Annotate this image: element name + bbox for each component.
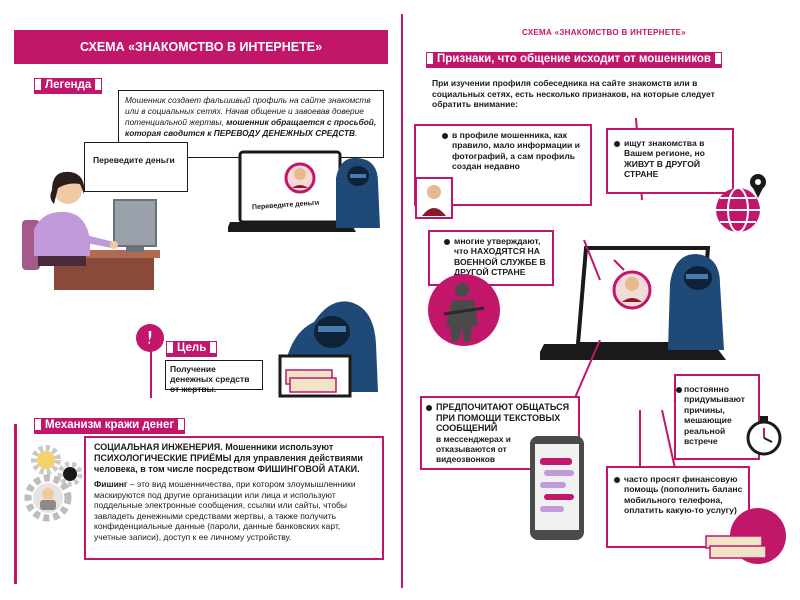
sign-5-text: постоянно придумывают причины, мешающие …	[684, 384, 745, 447]
sign-2-text-b: ЖИВУТ В ДРУГОЙ СТРАНЕ	[624, 158, 701, 180]
hacker-with-money	[278, 301, 378, 398]
signs-intro: При изучении профиля собеседника на сайт…	[432, 78, 715, 109]
victim-speech-bubble: Переведите деньги	[84, 142, 188, 192]
legend-text-c: .	[355, 128, 358, 138]
sign-4-text-a: ПРЕДПОЧИТАЮТ ОБЩАТЬСЯ ПРИ ПОМОЩИ ТЕКСТОВ…	[436, 402, 570, 433]
sign-1: в профиле мошенника, как правило, мало и…	[442, 130, 588, 172]
sign-3-text-b: НАХОДЯТСЯ НА ВОЕННОЙ СЛУЖБЕ В ДРУГОЙ СТР…	[454, 246, 546, 278]
goal-title: Цель	[173, 342, 211, 355]
legend-title: Легенда	[41, 79, 96, 92]
globe-location-icon	[716, 174, 766, 233]
sign-2-text-a: ищут знакомства в Вашем регионе, но	[624, 138, 705, 159]
laptop-with-fake-profile	[228, 150, 380, 232]
goal-tag: Цель	[166, 341, 218, 357]
sign-6-text: часто просят финансовую помощь (пополнит…	[624, 474, 743, 516]
sign-5: постоянно придумывают причины, мешающие …	[676, 384, 758, 447]
sign-3-text-a: многие утверждают, что	[454, 236, 541, 257]
sign-4-text-b: в мессенджерах и отказываются от видеозв…	[436, 433, 511, 464]
fake-profile-photo-icon	[415, 177, 453, 219]
money-stack-icon	[705, 508, 786, 564]
sign-2: ищут знакомства в Вашем регионе, но ЖИВУ…	[614, 138, 734, 180]
page-title-banner: СХЕМА «ЗНАКОМСТВО В ИНТЕРНЕТЕ»	[14, 30, 388, 64]
sign-1-text: в профиле мошенника, как правило, мало и…	[452, 130, 580, 172]
sign-3: многие утверждают, что НАХОДЯТСЯ НА ВОЕН…	[444, 236, 554, 278]
right-header: СХЕМА «ЗНАКОМСТВО В ИНТЕРНЕТЕ»	[522, 28, 686, 37]
legend-tag: Легенда	[34, 78, 103, 94]
sign-3-text: многие утверждают, что НАХОДЯТСЯ НА ВОЕН…	[454, 236, 554, 278]
goal-box: Получение денежных средств от жертвы.	[165, 360, 263, 394]
sign-box-6	[606, 466, 750, 548]
mechanism-frame-line	[14, 424, 17, 584]
page-title: СХЕМА «ЗНАКОМСТВО В ИНТЕРНЕТЕ»	[79, 40, 323, 54]
center-divider	[401, 14, 403, 588]
woman-at-computer-illustration	[22, 171, 160, 290]
mechanism-p2-rest: – это вид мошенничества, при котором зло…	[94, 479, 356, 542]
legend-text-b: мошенник обращается с просьбой, которая …	[125, 117, 377, 138]
gears-icon	[24, 445, 83, 522]
soldier-icon	[428, 274, 500, 346]
signs-tag: Признаки, что общение исходит от мошенни…	[426, 52, 722, 68]
victim-speech-text: Переведите деньги	[93, 155, 175, 165]
legend-text-a: Мошенник создает фальшивый профиль на са…	[125, 95, 371, 127]
goal-frame	[150, 338, 152, 398]
mechanism-tag: Механизм кражи денег	[34, 418, 186, 434]
mechanism-title: Механизм кражи денег	[41, 419, 179, 432]
signs-title: Признаки, что общение исходит от мошенни…	[433, 53, 715, 66]
sign-box-5	[674, 374, 760, 460]
mechanism-p2-bold: Фишинг	[94, 479, 128, 489]
mechanism-p2: Фишинг – это вид мошенничества, при кото…	[94, 479, 374, 543]
sign-box-3	[428, 230, 554, 286]
sign-6: часто просят финансовую помощь (пополнит…	[614, 474, 748, 516]
central-laptop	[540, 246, 726, 360]
goal-text: Получение денежных средств от жертвы.	[170, 364, 250, 394]
sign-box-2	[606, 128, 734, 194]
mechanism-box: СОЦИАЛЬНАЯ ИНЖЕНЕРИЯ. Мошенники использу…	[84, 436, 384, 560]
mechanism-p1: СОЦИАЛЬНАЯ ИНЖЕНЕРИЯ. Мошенники использу…	[94, 442, 363, 474]
stopwatch-icon	[746, 416, 782, 456]
smartphone-messages-icon	[530, 436, 584, 540]
sign-4: ПРЕДПОЧИТАЮТ ОБЩАТЬСЯ ПРИ ПОМОЩИ ТЕКСТОВ…	[426, 402, 576, 464]
sign-2-text: ищут знакомства в Вашем регионе, но ЖИВУ…	[624, 138, 734, 180]
